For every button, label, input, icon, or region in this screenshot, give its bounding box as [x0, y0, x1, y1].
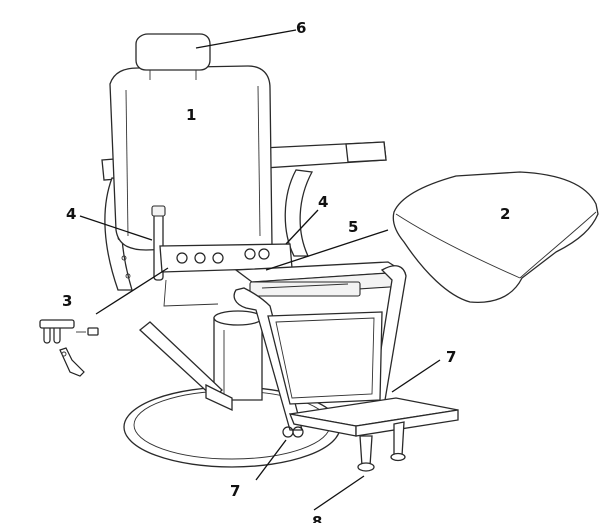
- pump-pedal: [139, 321, 233, 412]
- callout-4-left: 4: [66, 205, 76, 223]
- callout-4-right: 4: [318, 193, 328, 211]
- leader-4-left: [79, 215, 153, 241]
- callout-1: 1: [186, 106, 196, 124]
- callout-6: 6: [296, 19, 306, 37]
- footrest: [288, 397, 459, 472]
- callout-3: 3: [62, 292, 72, 310]
- headrest: [135, 33, 211, 80]
- hydraulic-column: [213, 310, 263, 401]
- leader-4-right: [285, 209, 319, 245]
- callout-7-bottom: 7: [230, 482, 240, 500]
- leader-8: [313, 475, 365, 511]
- callout-5: 5: [348, 218, 358, 236]
- seat-frame: [234, 261, 407, 297]
- leader-lines: [79, 29, 441, 511]
- leader-3: [95, 267, 169, 315]
- leader-7-right: [391, 359, 441, 393]
- hook-parts: [39, 319, 99, 377]
- callout-8: 8: [312, 513, 322, 523]
- backrest: [109, 65, 273, 281]
- leader-6: [195, 29, 297, 49]
- callout-2: 2: [500, 205, 510, 223]
- front-frame: [233, 265, 407, 438]
- leader-5: [265, 229, 389, 271]
- seat-cushion: [392, 171, 599, 304]
- leader-7-bottom: [255, 439, 287, 481]
- callout-7-right: 7: [446, 348, 456, 366]
